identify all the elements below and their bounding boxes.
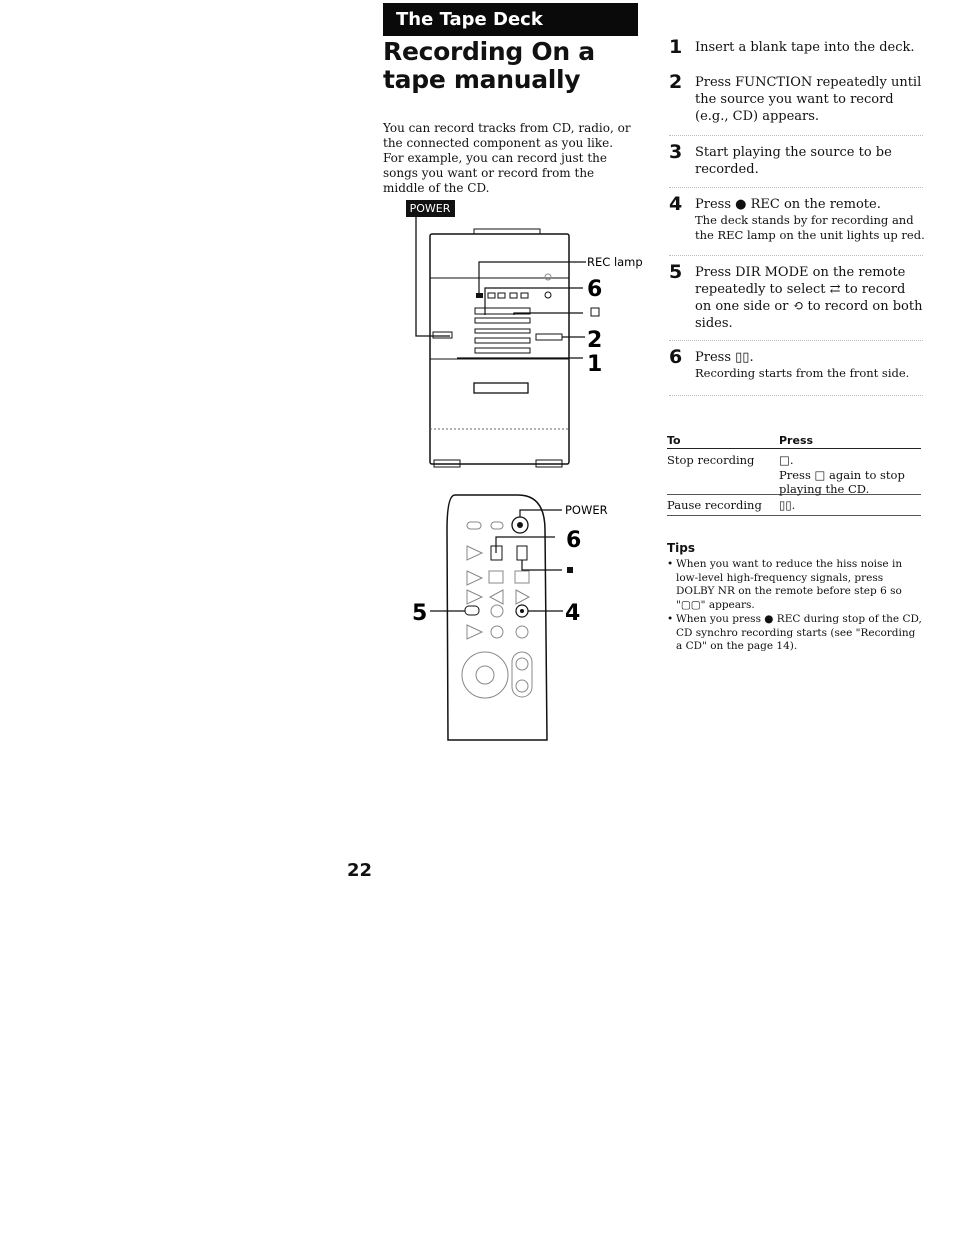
step-text: Insert a blank tape into the deck. — [695, 40, 915, 55]
step-number: 4 — [669, 193, 683, 215]
section-header: The Tape Deck — [383, 3, 638, 36]
remote-body — [446, 494, 548, 741]
step-text: Press ● REC on the remote. — [695, 197, 881, 212]
stereo-unit-diagram: POWER REC lamp 6 2 1 — [406, 200, 643, 468]
step-number: 3 — [669, 141, 683, 163]
step-note: Recording starts from the front side. — [695, 366, 910, 380]
step-number: 1 — [669, 36, 683, 58]
step-text: Press ▯▯. — [695, 350, 754, 365]
step-2: 2 Press FUNCTION repeatedly until the so… — [669, 71, 925, 125]
tip-item: When you want to reduce the hiss noise i… — [667, 558, 923, 612]
page-number: 22 — [347, 860, 373, 881]
remote-diagram: POWER 6 5 4 — [412, 494, 608, 741]
operations-table: To Press Stop recording □. Press □ again… — [667, 432, 921, 516]
intro-text: You can record tracks from CD, radio, or… — [383, 121, 631, 195]
step-text: Start playing the source to be recorded. — [695, 145, 892, 177]
table-row: Pause recording ▯▯. — [667, 495, 921, 516]
unit-callout-1: 1 — [587, 352, 602, 377]
step-6: 6 Press ▯▯. Recording starts from the fr… — [669, 346, 925, 381]
step-text: Press FUNCTION repeatedly until the sour… — [695, 75, 922, 124]
step-number: 2 — [669, 71, 683, 93]
power-label-box — [406, 200, 455, 217]
tip-item: When you press ● REC during stop of the … — [667, 613, 923, 654]
table-row: Stop recording □. Press □ again to stop … — [667, 449, 921, 496]
step-3: 3 Start playing the source to be recorde… — [669, 141, 925, 178]
col-to-header: To — [667, 434, 681, 447]
remote-callout-6: 6 — [566, 528, 581, 553]
tips-heading: Tips — [667, 541, 696, 555]
unit-callout-6: 6 — [587, 277, 602, 302]
col-press-header: Press — [779, 434, 814, 447]
step-4: 4 Press ● REC on the remote. The deck st… — [669, 193, 925, 243]
step-number: 5 — [669, 261, 683, 283]
step-number: 6 — [669, 346, 683, 368]
step-text: Press DIR MODE on the remote repeatedly … — [695, 265, 923, 331]
step-1: 1 Insert a blank tape into the deck. — [669, 36, 925, 58]
remote-callout-5: 5 — [412, 601, 427, 626]
power-label: POWER — [410, 202, 451, 215]
remote-callout-4: 4 — [565, 601, 580, 626]
table-header: To Press — [667, 432, 921, 449]
tips-list: When you want to reduce the hiss noise i… — [667, 558, 923, 655]
remote-power-label: POWER — [565, 503, 608, 517]
step-5: 5 Press DIR MODE on the remote repeatedl… — [669, 261, 925, 332]
page-title: Recording On a tape manually — [383, 37, 595, 94]
step-note: The deck stands by for recording and the… — [695, 213, 925, 242]
rec-lamp-label: REC lamp — [587, 255, 643, 269]
unit-callout-2: 2 — [587, 328, 602, 353]
